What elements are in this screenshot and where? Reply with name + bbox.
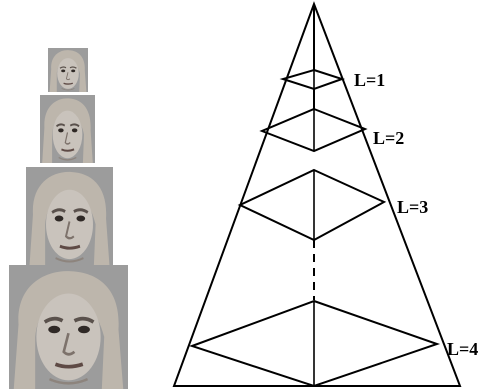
level-label-4: L=4	[447, 339, 478, 359]
face-photo-level-3	[26, 167, 113, 266]
level-label-2: L=2	[373, 128, 404, 148]
pyramid-level-2	[259, 107, 368, 153]
face-photo-level-2	[40, 95, 95, 163]
level-label-1: L=1	[354, 70, 385, 90]
face-photo-level-1	[48, 48, 88, 92]
pyramid-level-4	[188, 299, 441, 388]
level-label-3: L=3	[397, 197, 428, 217]
face-photo-level-4	[9, 265, 128, 389]
pyramid-outline	[172, 1, 462, 387]
pyramid-level-1	[279, 68, 346, 91]
pyramid-level-3	[237, 168, 387, 242]
